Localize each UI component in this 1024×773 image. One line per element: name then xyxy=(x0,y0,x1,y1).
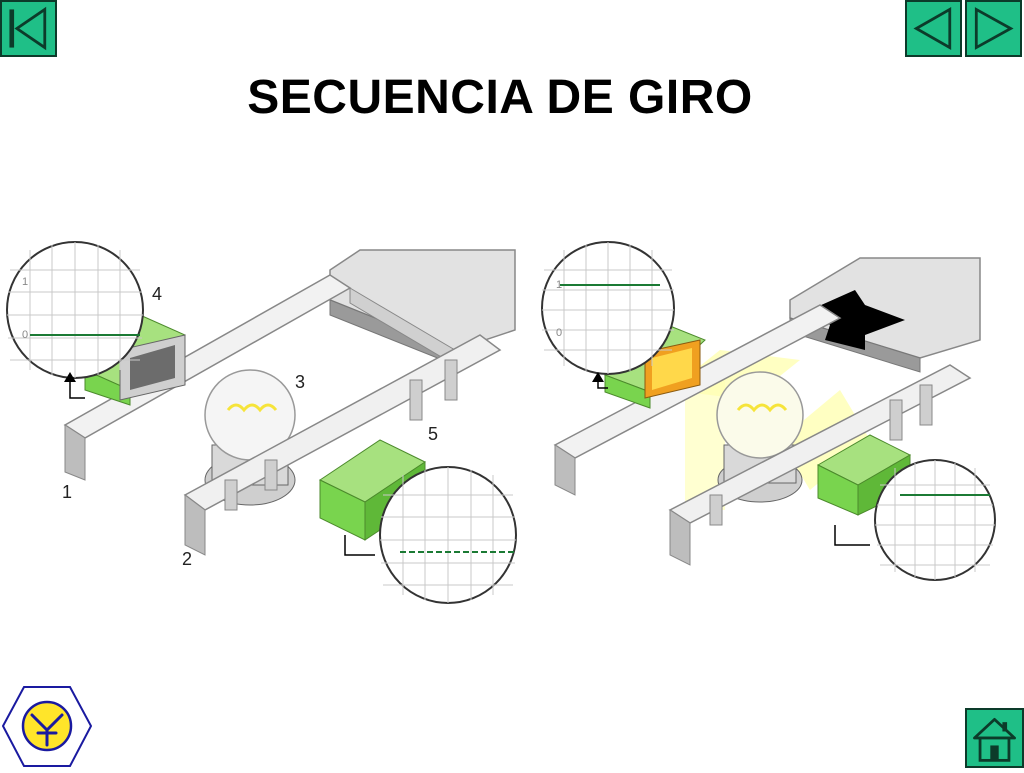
rotation-arrow-icon xyxy=(810,290,905,350)
first-slide-icon xyxy=(9,6,47,51)
magnet-north-left xyxy=(84,314,186,406)
label-4: 4 xyxy=(152,284,162,304)
home-icon xyxy=(973,717,1016,762)
previous-slide-icon xyxy=(913,7,952,50)
label-5: 5 xyxy=(428,424,438,444)
stator-bar-front-right xyxy=(668,364,972,566)
label-1: 1 xyxy=(62,482,72,502)
label-2: 2 xyxy=(182,549,192,569)
previous-slide-button[interactable] xyxy=(905,0,962,57)
gauge-mark-high-right: 1 xyxy=(556,279,562,291)
home-button[interactable] xyxy=(965,708,1024,768)
gauge-bottom-left xyxy=(344,466,517,604)
gauge-bottom-right xyxy=(834,459,996,581)
first-slide-button[interactable] xyxy=(0,0,57,57)
diagram-right: 1 0 xyxy=(520,240,1020,600)
diagram-left: 1 0 1 2 3 4 5 xyxy=(0,240,517,604)
next-slide-icon xyxy=(974,7,1014,50)
logo xyxy=(1,685,93,768)
slide-title: SECUENCIA DE GIRO xyxy=(247,71,753,124)
gauge-top-right: 1 0 xyxy=(541,241,675,389)
next-slide-button[interactable] xyxy=(965,0,1022,57)
label-3: 3 xyxy=(295,372,305,392)
gauge-mark-low-right: 0 xyxy=(556,327,562,339)
magnet-north-right xyxy=(604,321,706,409)
gauge-mark-low: 0 xyxy=(22,329,28,341)
logo-icon xyxy=(1,686,93,767)
stator-bar-back xyxy=(63,274,456,481)
gauge-mark-high: 1 xyxy=(22,276,28,288)
flux-glow-center xyxy=(685,380,725,510)
stator-bar-front xyxy=(183,334,502,556)
gauge-top-left: 1 0 xyxy=(6,241,144,399)
